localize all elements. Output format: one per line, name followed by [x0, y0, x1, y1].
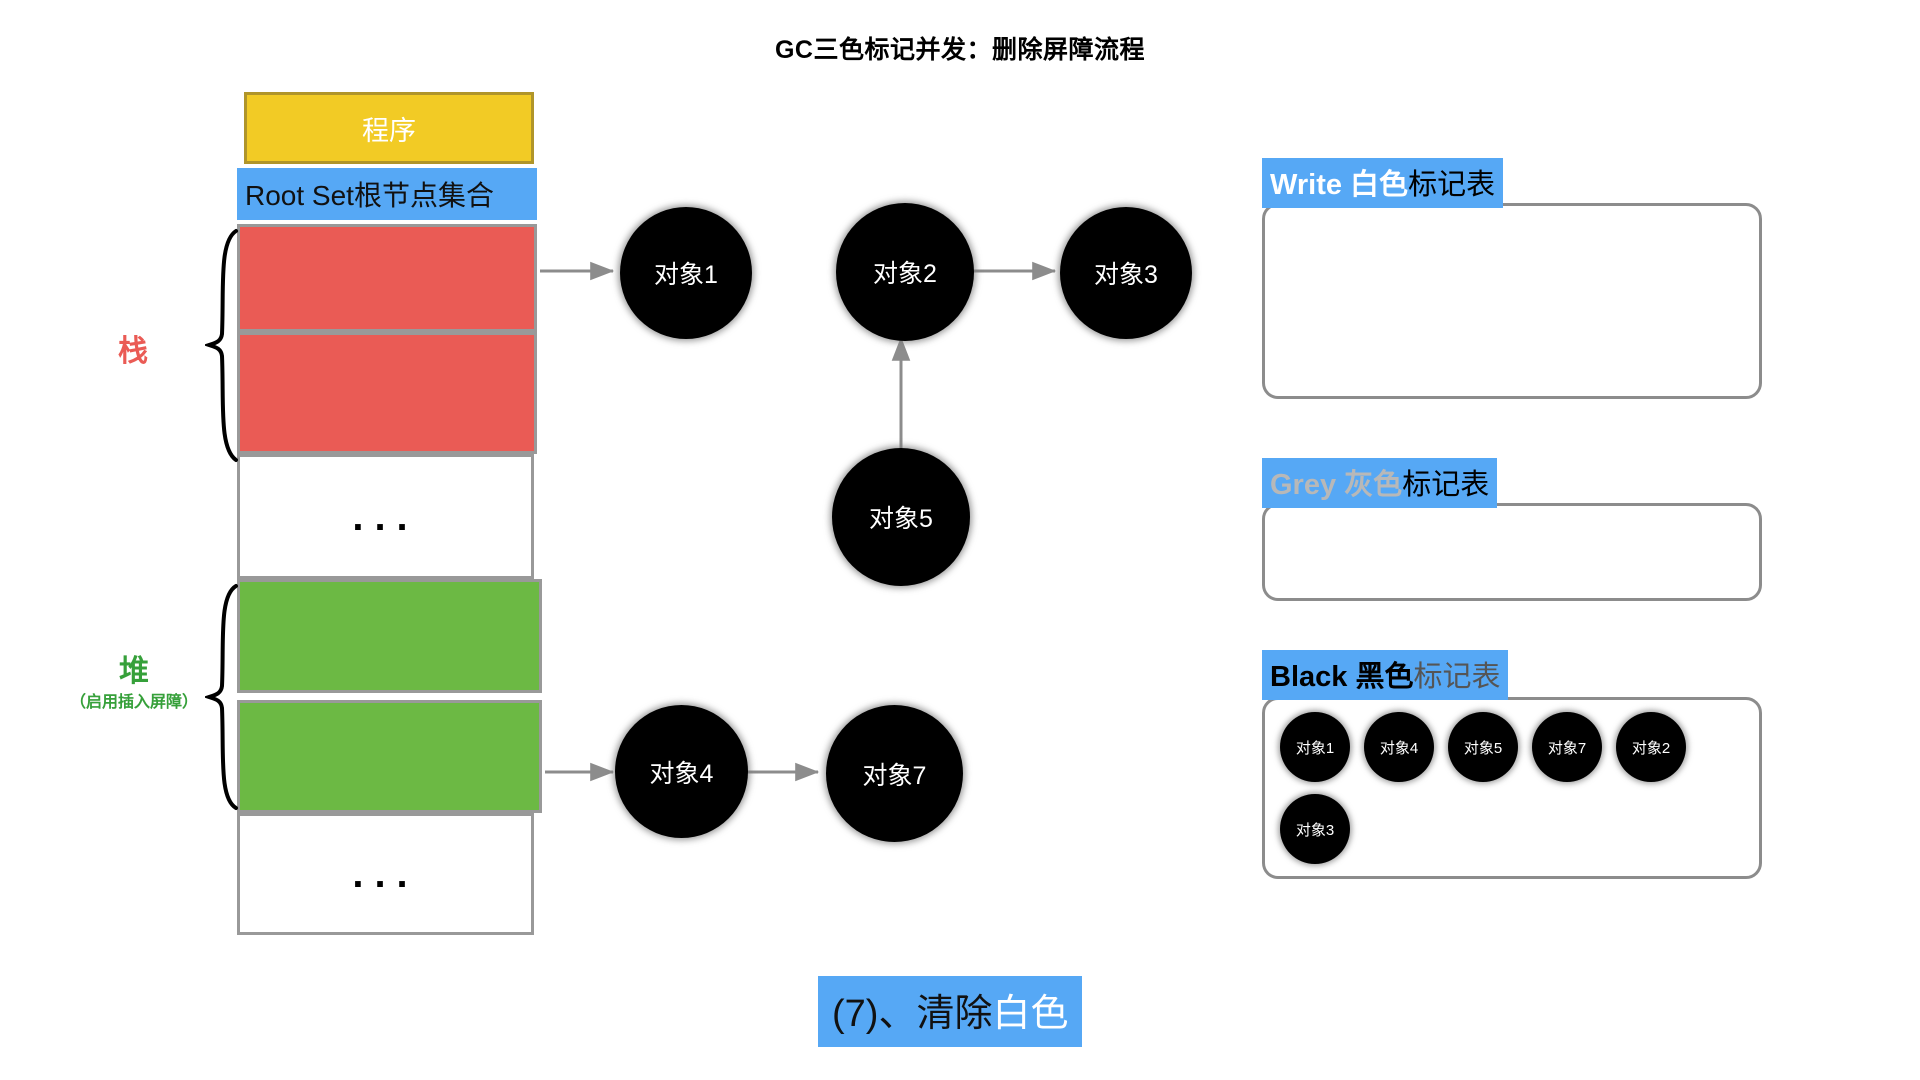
node-obj2-label: 对象2: [873, 260, 937, 288]
stack-label-text: 栈: [118, 335, 148, 368]
grey-table-box[interactable]: [1262, 503, 1762, 601]
white-table-title: Write 白色标记表: [1262, 158, 1504, 208]
program-block-label: 程序: [362, 115, 416, 146]
step-caption-highlight: 白色: [992, 993, 1069, 1035]
heap-label: 堆 （启用插入屏障）: [56, 655, 212, 712]
white-table-title-suffix: 标记表: [1408, 169, 1496, 201]
black-table-title-cn: 黑色: [1355, 661, 1414, 693]
grey-table-title-suffix: 标记表: [1402, 469, 1490, 501]
black-table-chip-label: 对象7: [1547, 739, 1587, 757]
heap-slot-1[interactable]: [237, 579, 542, 693]
node-obj7-label: 对象7: [862, 761, 927, 790]
heap-label-sub: （启用插入屏障）: [69, 693, 198, 711]
black-table-chip[interactable]: 对象3: [1280, 794, 1350, 864]
node-obj1[interactable]: 对象1: [620, 207, 752, 339]
heap-ellipsis: ...: [237, 813, 534, 935]
black-table-title-en: Black: [1270, 661, 1356, 693]
stack-slot-1[interactable]: [237, 224, 537, 332]
root-set-label: Root Set根节点集合: [245, 180, 494, 211]
stack-label: 栈: [78, 335, 188, 370]
step-caption-prefix: (7)、清除: [832, 993, 993, 1035]
black-table-chip[interactable]: 对象1: [1280, 712, 1350, 782]
white-table-title-cn: 白色: [1350, 169, 1409, 201]
stack-ellipsis: ...: [237, 454, 534, 579]
stack-brace: [205, 228, 239, 463]
black-table-chip[interactable]: 对象7: [1532, 712, 1602, 782]
black-table-chip-label: 对象5: [1463, 739, 1503, 757]
heap-slot-2[interactable]: [237, 700, 542, 813]
heap-label-text: 堆: [119, 655, 149, 688]
heap-brace: [205, 583, 239, 811]
node-obj7[interactable]: 对象7: [826, 705, 963, 842]
node-obj5[interactable]: 对象5: [832, 448, 970, 586]
step-caption: (7)、清除白色: [818, 976, 1083, 1047]
black-table-items: 对象1 对象4 对象5 对象7 对象2 对象3: [1280, 712, 1748, 870]
black-table-title: Black 黑色标记表: [1262, 650, 1509, 700]
grey-table-title: Grey 灰色标记表: [1262, 458, 1498, 508]
black-table-chip-label: 对象2: [1631, 739, 1671, 757]
node-obj1-label: 对象1: [654, 261, 718, 289]
node-obj3-label: 对象3: [1094, 261, 1158, 289]
stack-slot-2[interactable]: [237, 332, 537, 454]
program-block: 程序: [244, 92, 534, 164]
root-set-block: Root Set根节点集合: [237, 168, 537, 220]
black-table-chip-label: 对象3: [1295, 821, 1335, 839]
page-title: GC三色标记并发：删除屏障流程: [774, 36, 1145, 64]
node-obj2[interactable]: 对象2: [836, 203, 974, 341]
node-obj5-label: 对象5: [869, 505, 933, 533]
white-table-title-en: Write: [1270, 169, 1351, 201]
node-obj4-label: 对象4: [649, 759, 714, 788]
node-obj4[interactable]: 对象4: [615, 705, 748, 838]
black-table-chip[interactable]: 对象5: [1448, 712, 1518, 782]
black-table-title-suffix: 标记表: [1413, 661, 1501, 693]
node-obj3[interactable]: 对象3: [1060, 207, 1192, 339]
white-table-box[interactable]: [1262, 203, 1762, 399]
black-table-chip[interactable]: 对象2: [1616, 712, 1686, 782]
black-table-chip-label: 对象4: [1379, 739, 1419, 757]
grey-table-title-cn: 灰色: [1344, 469, 1403, 501]
black-table-chip-label: 对象1: [1295, 739, 1335, 757]
grey-table-title-en: Grey: [1270, 469, 1345, 501]
black-table-chip[interactable]: 对象4: [1364, 712, 1434, 782]
